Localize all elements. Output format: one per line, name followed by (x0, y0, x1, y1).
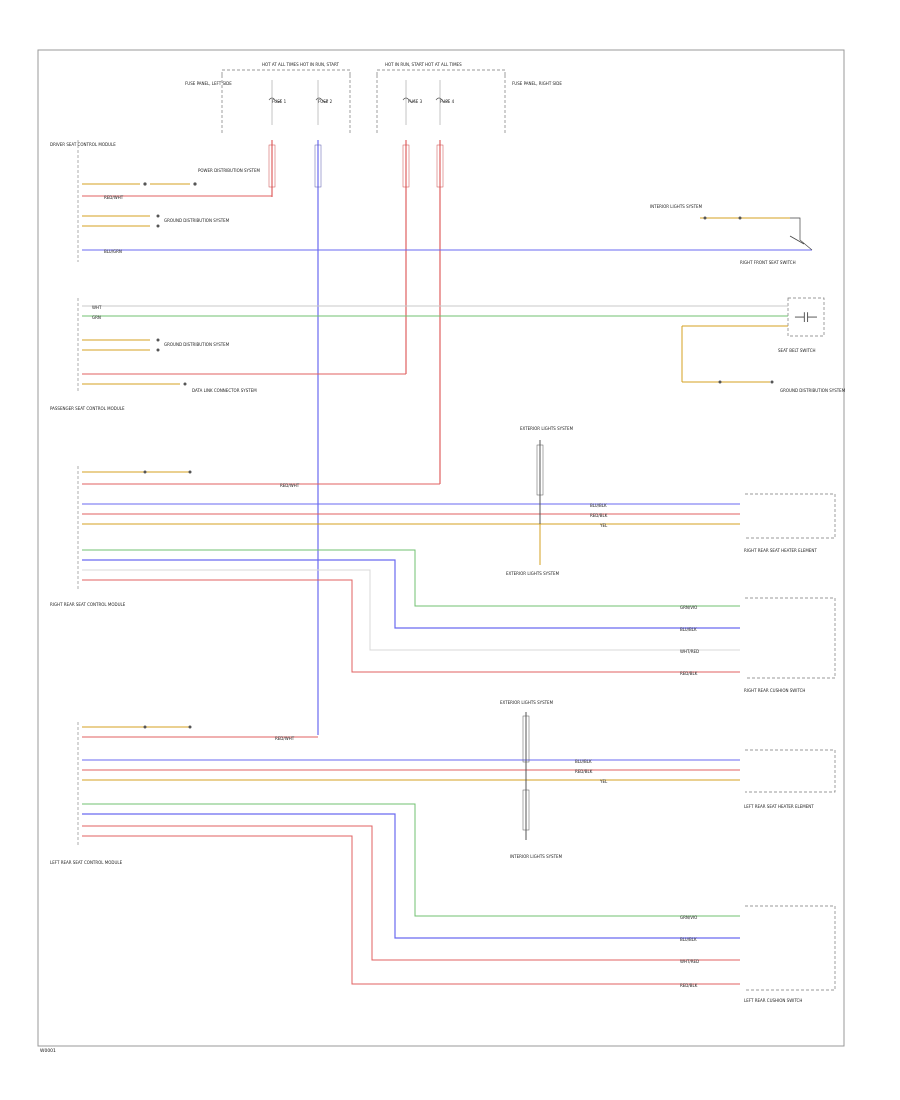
seat-belt-switch-label: SEAT BELT SWITCH (778, 348, 816, 353)
fuse-3-label: FUSE 3 (408, 99, 423, 104)
wire-color-red-wht-1: RED/WHT (104, 195, 124, 200)
left-bank-header-2: HOT IN RUN, START (300, 62, 339, 67)
right-bank-header-1: HOT IN RUN, START (385, 62, 424, 67)
driver-seat-module: DRIVER SEAT CONTROL MODULE POWER DISTRIB… (50, 140, 812, 262)
wire-color-wht-red-2: WHT/RED (680, 959, 699, 964)
wire-color-yel-2: YEL (599, 779, 608, 784)
fuse-2-label: FUSE 2 (318, 99, 333, 104)
wire-color-grn: GRN (92, 315, 101, 320)
passenger-seat-module-label: PASSENGER SEAT CONTROL MODULE (50, 406, 125, 411)
wire-color-red-wht-3: RED/WHT (275, 736, 295, 741)
left-bank-header-1: HOT AT ALL TIMES (262, 62, 299, 67)
ground-note-1: GROUND DISTRIBUTION SYSTEM (164, 218, 230, 223)
fuse-panel-right: HOT IN RUN, START HOT AT ALL TIMES FUSE … (376, 62, 562, 135)
left-rear-cushion-label: LEFT REAR CUSHION SWITCH (744, 998, 802, 1003)
svg-text:⊣⊢: ⊣⊢ (794, 310, 818, 326)
wire-color-blu-blk-2: BLU/BLK (680, 627, 697, 632)
passenger-seat-module: WHT GRN GROUND DISTRIBUTION SYSTEM DATA … (50, 298, 760, 411)
driver-seat-module-label: DRIVER SEAT CONTROL MODULE (50, 142, 116, 147)
wire-color-red-wht-2: RED/WHT (280, 483, 300, 488)
left-rear-seat-module-label: LEFT REAR SEAT CONTROL MODULE (50, 860, 123, 865)
wire-color-yel-1: YEL (599, 523, 608, 528)
wire-color-grn-vio-2: GRN/VIO (680, 915, 697, 920)
power-distribution-note-1: POWER DISTRIBUTION SYSTEM (198, 168, 260, 173)
wire-color-blu-grn-1: BLU/GRN (104, 249, 122, 254)
seat-belt-switch: ⊣⊢ SEAT BELT SWITCH GROUND DISTRIBUTION … (681, 297, 846, 393)
right-front-seat-switch: INTERIOR LIGHTS SYSTEM RIGHT FRONT SEAT … (650, 204, 813, 265)
right-rear-heater-label: RIGHT REAR SEAT HEATER ELEMENT (744, 548, 817, 553)
wire-color-red-blk-4: RED/BLK (680, 983, 698, 988)
wire-color-red-blk-3: RED/BLK (575, 769, 593, 774)
left-rear-cushion-switch: LEFT REAR CUSHION SWITCH (744, 905, 836, 1003)
right-fuse-box-label: FUSE PANEL, RIGHT SIDE (512, 81, 562, 86)
ground-note-2: GROUND DISTRIBUTION SYSTEM (164, 342, 230, 347)
data-link-note: DATA LINK CONNECTOR SYSTEM (192, 388, 257, 393)
right-rear-seat-module: RED/WHT BLU/BLK RED/BLK YEL EXTERIOR LIG… (50, 426, 740, 676)
wire-color-blu-blk-4: BLU/BLK (680, 937, 697, 942)
feed-wires (268, 140, 444, 735)
wire-color-blu-blk-1: BLU/BLK (590, 503, 607, 508)
right-rear-heater-element: RIGHT REAR SEAT HEATER ELEMENT (744, 493, 836, 553)
right-bank-header-2: HOT AT ALL TIMES (425, 62, 462, 67)
left-rear-heater-label: LEFT REAR SEAT HEATER ELEMENT (744, 804, 814, 809)
exterior-lights-note-1: EXTERIOR LIGHTS SYSTEM (520, 426, 574, 431)
right-front-seat-switch-label: RIGHT FRONT SEAT SWITCH (740, 260, 796, 265)
fuse-panel-left: HOT AT ALL TIMES HOT IN RUN, START FUSE … (185, 62, 351, 135)
interior-lights-note-2: INTERIOR LIGHTS SYSTEM (510, 854, 563, 859)
left-rear-seat-module: RED/WHT BLU/BLK RED/BLK YEL EXTERIOR LIG… (50, 700, 740, 988)
interior-lights-note: INTERIOR LIGHTS SYSTEM (650, 204, 703, 209)
exterior-lights-note-2: EXTERIOR LIGHTS SYSTEM (506, 571, 560, 576)
right-rear-seat-module-label: RIGHT REAR SEAT CONTROL MODULE (50, 602, 126, 607)
left-fuse-box-label: FUSE PANEL, LEFT SIDE (185, 81, 232, 86)
wire-color-red-blk-1: RED/BLK (590, 513, 608, 518)
diagram-frame (37, 49, 845, 1047)
wire-color-wht: WHT (92, 305, 102, 310)
footer-code: W0001 (40, 1048, 56, 1054)
fuse-4-label: FUSE 4 (440, 99, 455, 104)
ground-note-3: GROUND DISTRIBUTION SYSTEM (780, 388, 846, 393)
wire-color-grn-vio-1: GRN/VIO (680, 605, 697, 610)
wire-color-red-blk-2: RED/BLK (680, 671, 698, 676)
wire-color-wht-red-1: WHT/RED (680, 649, 699, 654)
right-rear-cushion-switch: RIGHT REAR CUSHION SWITCH (744, 597, 836, 693)
right-rear-cushion-label: RIGHT REAR CUSHION SWITCH (744, 688, 805, 693)
exterior-lights-note-3: EXTERIOR LIGHTS SYSTEM (500, 700, 554, 705)
left-rear-heater-element: LEFT REAR SEAT HEATER ELEMENT (744, 749, 836, 809)
wire-color-blu-blk-3: BLU/BLK (575, 759, 592, 764)
